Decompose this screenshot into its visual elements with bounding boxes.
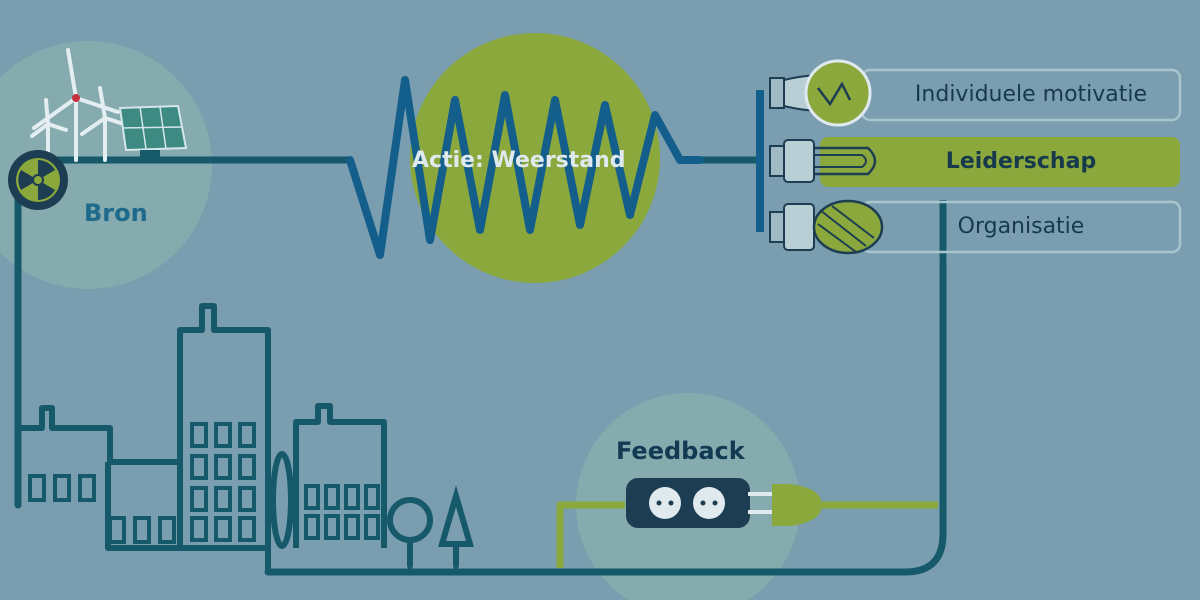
trees [270,451,474,569]
incandescent-bulb-icon [769,59,872,127]
action-resistance-label: Actie: Weerstand [412,148,626,173]
resistance-circle [410,33,660,283]
building-windows [28,422,380,544]
plug-wire-green [556,501,938,568]
spiral-bulb-icon [769,199,884,255]
solar-panel-icon [118,104,188,158]
plug-icon [748,484,822,526]
wind-turbine-icon [30,48,132,162]
turbine-hub-icon [72,94,80,102]
radiation-icon [8,150,68,210]
option-individual-motivation[interactable]: Individuele motivatie [914,82,1148,107]
city-buildings [15,303,387,572]
source-label: Bron [84,199,148,227]
option-leadership[interactable]: Leiderschap [945,149,1097,174]
cfl-bulb-icon [769,139,877,183]
feedback-label: Feedback [616,437,745,465]
resistor-zigzag [346,76,704,259]
option-box-1[interactable] [820,137,1180,187]
source-circle [0,41,212,289]
power-socket-icon[interactable] [626,478,750,528]
option-organisation[interactable]: Organisatie [957,214,1085,239]
